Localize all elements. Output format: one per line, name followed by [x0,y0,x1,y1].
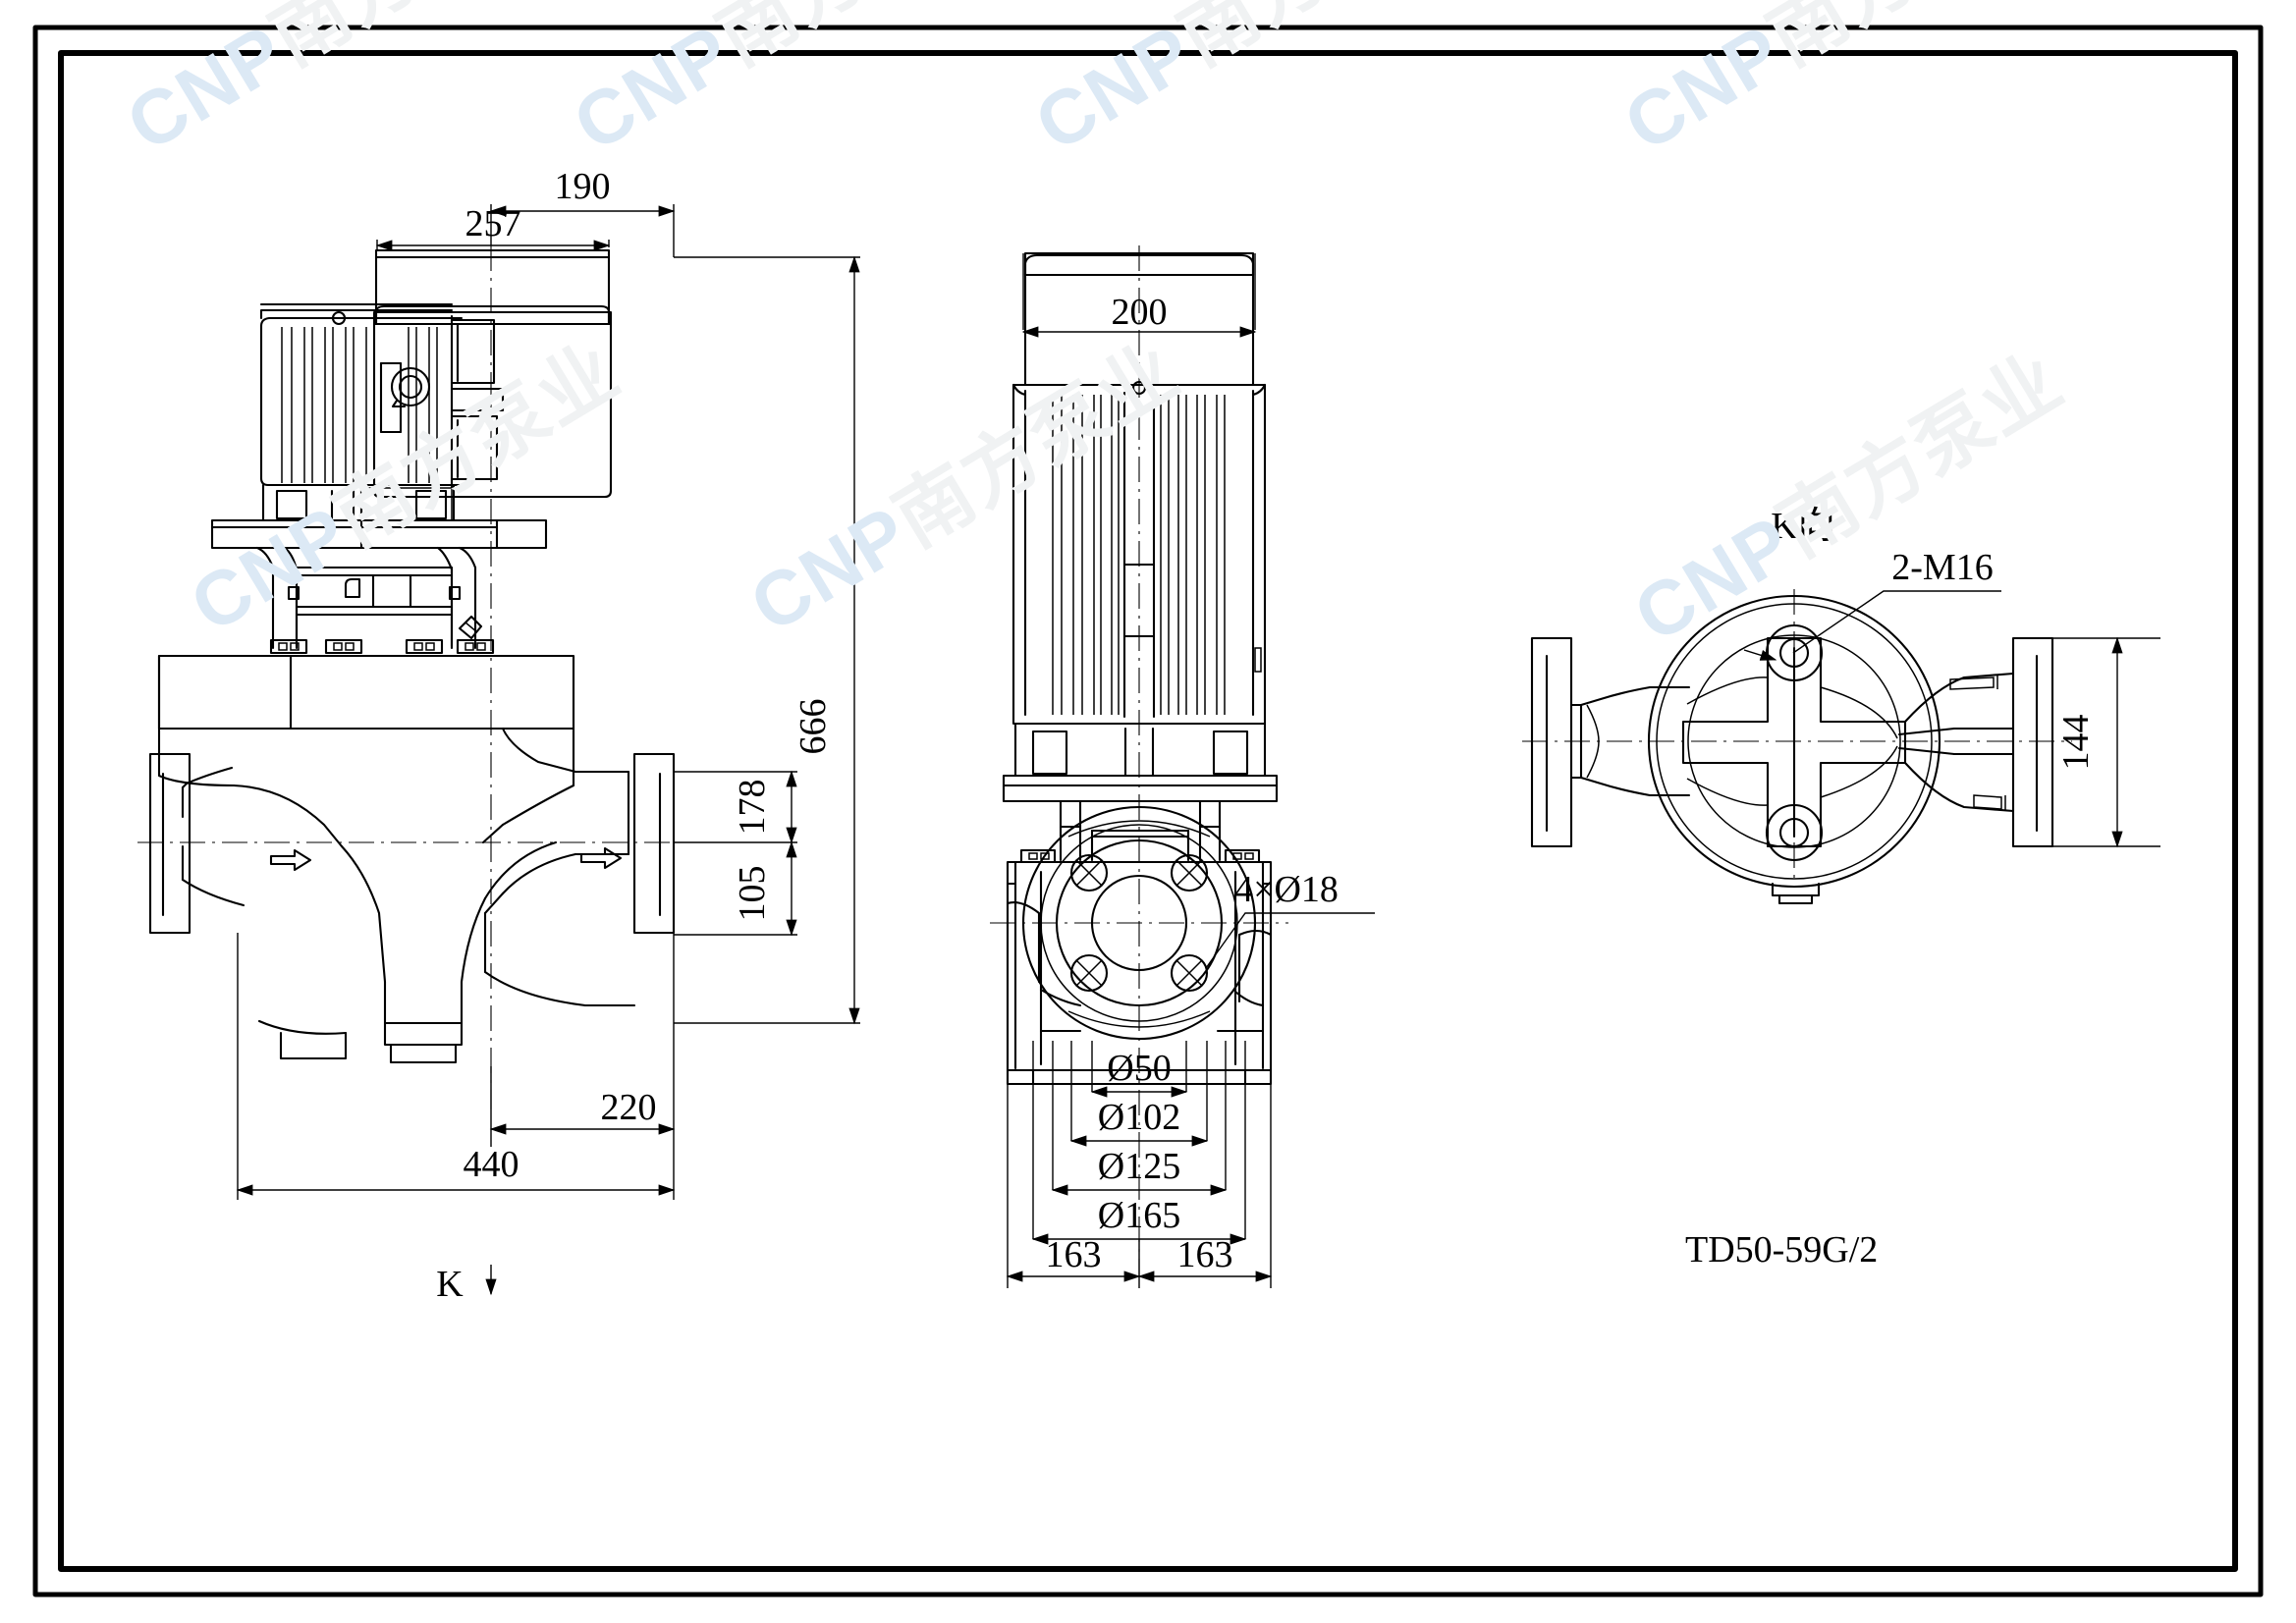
discharge-flange [632,752,676,935]
pump-casing [157,654,636,1025]
dimension-190: 190 [489,166,676,257]
motor-base-flange [1002,722,1279,803]
flange-bolt-hole [1069,853,1109,893]
dimension-label-d102: Ø102 [1098,1097,1180,1138]
dimension-257: 257 [375,203,611,251]
dimension-d102: Ø102 [1069,1041,1209,1147]
suction-flange [1530,636,1573,848]
motor-body [1011,380,1267,726]
callout-arrow-2-m16 [1743,649,1777,661]
motor-body [259,302,613,499]
dimension-d165: Ø165 [1031,1041,1247,1245]
flow-arrow-inlet [269,848,312,872]
dimension-label-666: 666 [793,699,834,755]
flow-arrow-outlet [579,846,623,870]
motor-base-flange [210,483,548,550]
casing-base [257,1019,464,1064]
callout-label-4x18: 4×Ø18 [1234,869,1339,910]
dimension-label-257: 257 [465,203,521,244]
dimension-label-440: 440 [464,1144,519,1185]
callout-2-m16: 2-M16 [1792,547,2001,654]
volute-spiral [1686,676,1898,806]
dimension-label-d125: Ø125 [1098,1146,1180,1187]
callout-4x18: 4×Ø18 [1205,869,1375,969]
dimension-label-d50: Ø50 [1107,1048,1171,1089]
section-marker-label: K [436,1264,464,1305]
coupling-lantern [255,546,495,655]
dimension-label-144: 144 [2055,715,2097,771]
dimension-d125: Ø125 [1051,1041,1228,1196]
dimension-440: 440 [236,933,676,1200]
coupling-lantern [1019,799,1261,864]
flange-bolt-hole [1170,853,1209,893]
dimension-105: 105 [674,840,797,937]
dimension-label-190: 190 [555,166,611,207]
flange-bolt-hole [1170,953,1209,993]
dimension-163-left: 163 [1006,1084,1141,1288]
sheet-border [32,25,2264,1597]
motor-fan-cowl [374,304,611,326]
dimension-label-178: 178 [732,780,773,836]
dimension-label-220: 220 [601,1087,657,1128]
dimension-163-right: 163 [1137,1084,1273,1288]
dimension-label-163-right: 163 [1177,1234,1233,1275]
dimension-label-105: 105 [732,866,773,922]
dimension-220: 220 [489,933,676,1147]
dimension-d50: Ø50 [1090,1041,1188,1098]
front-elevation-view: 190 257 666 178 [137,166,860,1305]
discharge-flange [2011,636,2054,848]
model-label: TD50-59G/2 [1685,1229,1878,1271]
dimension-label-200: 200 [1112,292,1168,333]
dimension-label-163-left: 163 [1046,1234,1102,1275]
k-view-heading: K向 [1771,506,1834,547]
suction-flange [148,752,191,935]
callout-label-2-m16: 2-M16 [1891,547,1993,588]
flange-bolt-hole [1069,953,1109,993]
dimension-144: 144 [2052,636,2160,848]
suction-pipe [1530,636,1691,848]
discharge-pipe [1897,636,2054,848]
dimension-178: 178 [674,770,797,844]
plug-marker-bottom [1973,794,2006,811]
dimension-label-d165: Ø165 [1098,1195,1180,1236]
bolt-boss-bottom [1765,803,1824,862]
dimension-200: 200 [1021,253,1257,338]
casing-foot [1771,882,1821,905]
side-elevation-view: 4×Ø18 200 Ø50 Ø102 [990,245,1375,1288]
plug-marker-top [1949,676,1998,690]
section-marker-k: K [436,1264,497,1305]
k-direction-view: K向 [1522,506,2160,1271]
dimension-666: 666 [674,255,860,1025]
